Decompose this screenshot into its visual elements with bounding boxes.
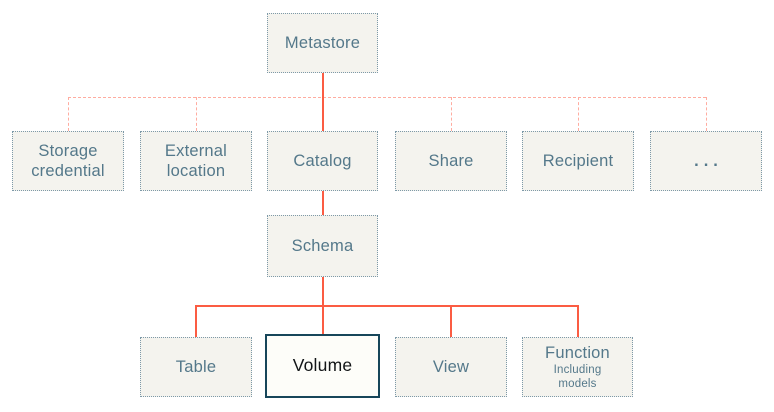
node-function-label: Function xyxy=(545,343,610,362)
node-storage-credential-label: Storage credential xyxy=(31,141,105,180)
connector-drop-table xyxy=(195,305,197,337)
connector-drop-view xyxy=(450,305,452,337)
connector-dashed-drop-external-location xyxy=(196,97,197,131)
node-metastore-label: Metastore xyxy=(284,33,361,52)
connector-metastore-catalog xyxy=(321,73,324,131)
node-table: Table xyxy=(140,337,252,397)
node-catalog: Catalog xyxy=(267,131,378,191)
node-share-label: Share xyxy=(428,151,474,170)
connector-catalog-schema xyxy=(321,191,324,215)
node-function-note: Including models xyxy=(553,363,602,390)
node-recipient-label: Recipient xyxy=(542,151,614,170)
connector-schema-children-horizontal xyxy=(195,305,579,307)
node-volume-label: Volume xyxy=(292,355,353,376)
node-view-label: View xyxy=(432,357,470,376)
node-external-location: External location xyxy=(140,131,252,191)
node-function: Function Including models xyxy=(522,337,633,397)
node-more: ... xyxy=(650,131,762,191)
node-metastore: Metastore xyxy=(267,13,378,73)
connector-drop-function xyxy=(576,305,579,337)
node-storage-credential: Storage credential xyxy=(12,131,124,191)
node-external-location-label: External location xyxy=(164,141,228,180)
node-volume: Volume xyxy=(265,334,380,398)
node-share: Share xyxy=(395,131,507,191)
node-recipient: Recipient xyxy=(522,131,634,191)
connector-dashed-drop-more xyxy=(706,97,707,131)
node-more-label: ... xyxy=(694,151,723,170)
connector-dashed-drop-storage-credential xyxy=(68,97,69,131)
connector-schema-volume xyxy=(321,277,324,335)
node-catalog-label: Catalog xyxy=(293,151,352,170)
node-view: View xyxy=(395,337,507,397)
node-table-label: Table xyxy=(175,357,217,376)
connector-dashed-horizontal xyxy=(68,97,706,98)
node-schema: Schema xyxy=(267,215,378,277)
node-schema-label: Schema xyxy=(291,236,354,255)
connector-dashed-drop-recipient xyxy=(578,97,579,131)
connector-dashed-drop-share xyxy=(451,97,452,131)
